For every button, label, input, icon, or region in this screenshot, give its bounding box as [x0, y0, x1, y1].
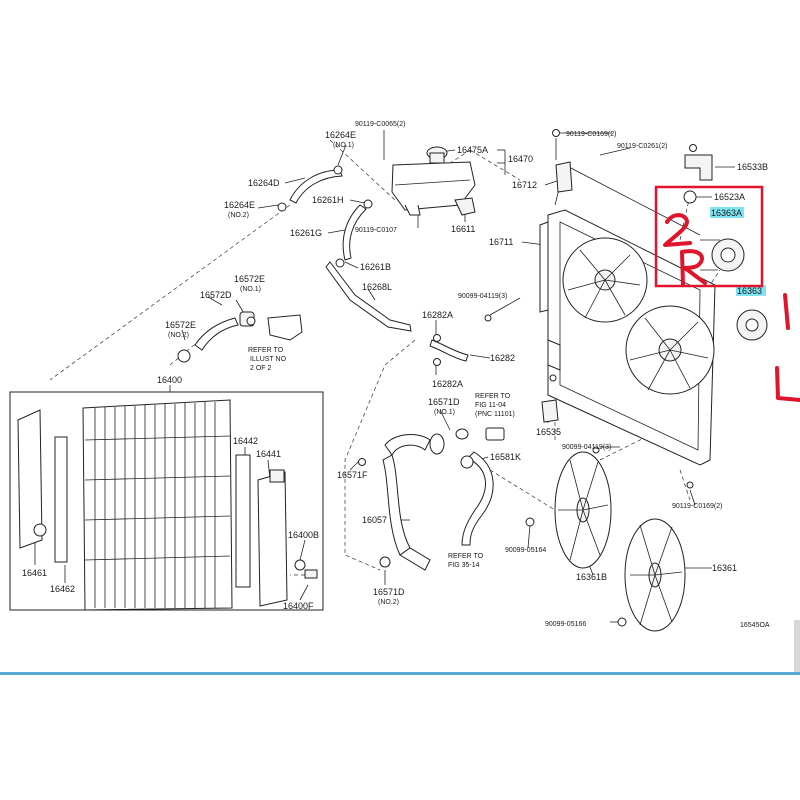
fan-in-shroud-right — [625, 305, 715, 395]
label-16571f: 16571F — [337, 470, 368, 480]
bracket-16712 — [552, 129, 573, 193]
refer-note-1-line3: 2 OF 2 — [250, 365, 272, 372]
hose-16571d-no1 — [455, 427, 505, 441]
label-16282: 16282 — [490, 353, 515, 363]
label-16441: 16441 — [256, 449, 281, 459]
label-90099-05164: 90099-05164 — [505, 547, 546, 554]
label-16535: 16535 — [536, 427, 561, 437]
label-16462: 16462 — [50, 584, 75, 594]
label-16571d-no1: 16571D — [428, 397, 460, 407]
label-16581k: 16581K — [490, 452, 521, 462]
hose-16282 — [429, 334, 469, 366]
label-16611: 16611 — [451, 224, 475, 234]
label-16572e-no1-sub: (NO.1) — [240, 286, 261, 293]
label-16572e-no2: 16572E — [165, 320, 196, 330]
label-16461: 16461 — [22, 568, 47, 578]
label-16264e-no1-sub: (NO.1) — [333, 142, 354, 149]
label-16523a: 16523A — [714, 192, 745, 202]
label-16268l: 16268L — [362, 282, 392, 292]
lower-hose-16057 — [358, 433, 445, 571]
label-16261h: 16261H — [312, 195, 344, 205]
label-16261b: 16261B — [360, 262, 391, 272]
refer-note-3-line1: REFER TO — [448, 553, 484, 560]
label-16711: 16711 — [489, 237, 513, 247]
label-16264e-no2-sub: (NO.2) — [228, 212, 249, 219]
label-16264e-no1: 16264E — [325, 130, 356, 140]
label-16475a: 16475A — [457, 145, 488, 155]
leader-lines — [34, 130, 735, 623]
label-16571d-no2: 16571D — [373, 587, 405, 597]
label-16533b: 16533B — [737, 162, 768, 172]
hose-16268l — [325, 258, 412, 332]
label-90099-04119-b: 90099-04119(3) — [562, 444, 611, 451]
label-16572d: 16572D — [200, 290, 232, 300]
label-16282a-bottom: 16282A — [432, 379, 463, 389]
refer-note-2-line3: (PNC 11101) — [475, 411, 515, 418]
radiator-assembly — [9, 391, 324, 611]
nut-16523a — [683, 190, 697, 204]
label-16442: 16442 — [233, 436, 258, 446]
label-16571d-no2-sub: (NO.2) — [378, 599, 399, 606]
label-16057: 16057 — [362, 515, 387, 525]
fan-in-shroud-left — [562, 237, 648, 323]
label-90119-c0107: 90119-C0107 — [355, 227, 397, 234]
label-90119-c0065: 90119-C0065(2) — [355, 121, 405, 128]
red-annotations: 2 R 1 L — [654, 185, 800, 402]
refer-note-2-line1: REFER TO — [475, 393, 511, 400]
refer-note-2-line2: FIG 11-04 — [475, 402, 506, 409]
label-16282a-top: 16282A — [422, 310, 453, 320]
label-16712: 16712 — [512, 180, 537, 190]
label-16361b: 16361B — [576, 572, 607, 582]
label-90099-05166: 90099-05166 — [545, 621, 586, 628]
fan-16361 — [624, 518, 686, 632]
label-16363a: 16363A — [711, 208, 742, 218]
label-16572e-no1: 16572E — [234, 274, 265, 284]
hose-to-engine — [460, 451, 494, 546]
part-labels: 16264E (NO.1) 16264D 16264E (NO.2) 90119… — [22, 121, 770, 629]
scrollbar-track[interactable] — [794, 620, 800, 672]
label-16361: 16361 — [712, 563, 737, 573]
label-16470: 16470 — [508, 154, 533, 164]
label-16264e-no2: 16264E — [224, 200, 255, 210]
label-16363: 16363 — [737, 286, 762, 296]
label-16571d-no1-sub: (NO.1) — [434, 409, 455, 416]
label-16400: 16400 — [157, 375, 182, 385]
inlet-hose-16572d — [177, 311, 303, 363]
bracket-16611 — [454, 197, 476, 216]
label-90119-c0169-b: 90119-C0169(2) — [672, 503, 722, 510]
label-16400b: 16400B — [288, 530, 319, 540]
hose-16261g — [342, 199, 373, 261]
fasteners — [484, 314, 694, 627]
reservoir-tank — [391, 146, 476, 216]
fan-motor-16363 — [736, 309, 768, 341]
label-16572e-no2-sub: (NO.2) — [168, 332, 189, 339]
label-16400f: 16400F — [283, 601, 314, 611]
label-16264d: 16264D — [248, 178, 280, 188]
fan-motor-16363a — [700, 238, 745, 272]
label-16261g: 16261G — [290, 228, 322, 238]
label-90119-c0261: 90119-C0261(2) — [617, 143, 667, 150]
refer-note-1-line1: REFER TO — [248, 347, 284, 354]
fan-16361b — [554, 451, 612, 569]
overflow-hose-16264d — [277, 165, 343, 212]
label-90099-04119-a: 90099-04119(3) — [458, 293, 507, 300]
label-90119-c0169-top: 90119-C0169(2) — [566, 131, 616, 138]
refer-note-3-line2: FIG 35-14 — [448, 562, 480, 569]
bracket-16533b — [684, 144, 713, 181]
bottom-divider — [0, 672, 800, 675]
radiator-core-fins — [84, 402, 231, 608]
refer-note-1-line2: ILLUST NO — [250, 356, 287, 363]
label-catalog-code: 16545OA — [740, 622, 770, 629]
